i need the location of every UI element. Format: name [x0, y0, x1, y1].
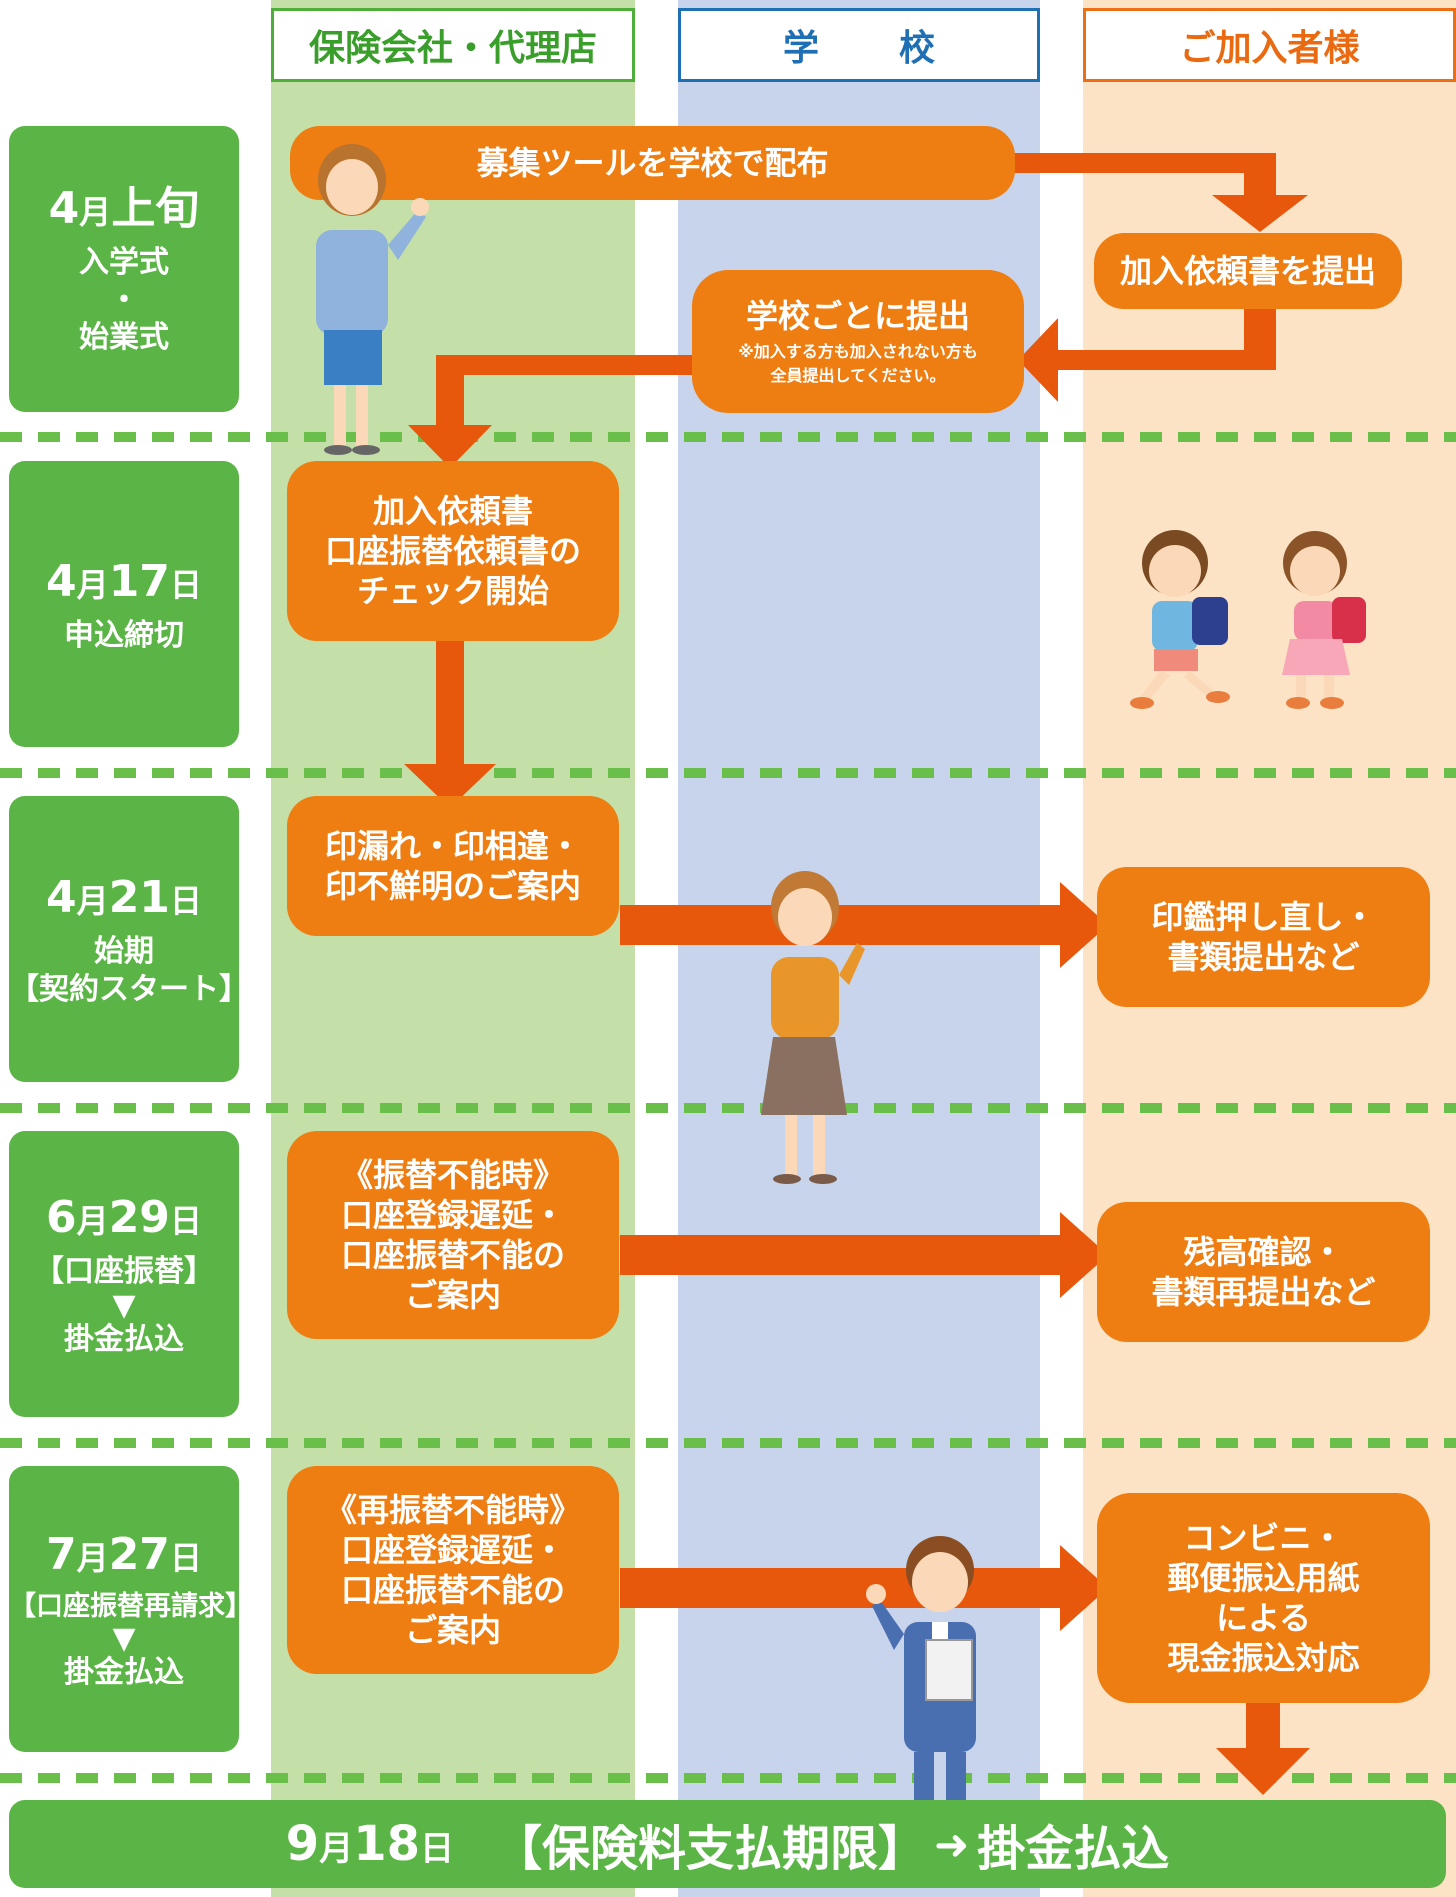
period-line: 【契約スタート】	[9, 971, 249, 1007]
girl-child-illustration	[1282, 531, 1366, 709]
box-line: 残高確認・	[1183, 1233, 1344, 1271]
arrow-to-balance	[620, 1212, 1108, 1298]
arrow-to-check	[408, 345, 696, 468]
payment-deadline-bar: 9月18日 【保険料支払期限】 ➜ 掛金払込	[9, 1800, 1446, 1888]
arrow-to-school	[1018, 298, 1276, 402]
box-distribute-tools: 募集ツールを学校で配布	[290, 126, 1015, 200]
box-school-submit-title: 学校ごとに提出	[745, 297, 970, 336]
period-april-17: 4月17日 申込締切	[9, 461, 239, 747]
arrow-to-reseal	[620, 882, 1108, 968]
box-line: 印鑑押し直し・	[1151, 898, 1376, 936]
period-date: 4月17日	[46, 555, 202, 607]
period-line: 申込締切	[64, 617, 184, 653]
agent-man-illustration	[866, 1536, 976, 1800]
period-line: 入学式	[79, 245, 169, 281]
box-line: 口座登録遅延・	[340, 1531, 565, 1569]
period-early-april: 4月上旬 入学式 ・ 始業式	[9, 126, 239, 412]
period-line: 掛金払込	[64, 1321, 184, 1357]
box-line: 加入依頼書	[372, 492, 533, 530]
agent-woman-illustration	[316, 144, 429, 455]
period-july-27: 7月27日 【口座振替再請求】 ▼ 掛金払込	[9, 1466, 252, 1752]
down-arrow-icon: ▼	[112, 1287, 136, 1323]
period-line: 始期	[94, 934, 154, 969]
box-school-submit: 学校ごとに提出 ※加入する方も加入されない方も 全員提出してください。	[692, 270, 1024, 413]
period-date: 7月27日	[46, 1528, 202, 1580]
deadline-date: 9月18日	[285, 1816, 454, 1872]
deadline-result: 掛金払込	[977, 1821, 1170, 1877]
note-line: ※加入する方も加入されない方も	[738, 342, 978, 362]
period-line: 【口座振替】	[34, 1254, 214, 1289]
box-submit-request: 加入依頼書を提出	[1094, 233, 1402, 309]
period-line: 【口座振替再請求】	[9, 1590, 252, 1622]
box-retransfer-failure: 《再振替不能時》 口座登録遅延・ 口座振替不能の ご案内	[287, 1466, 619, 1674]
period-june-29: 6月29日 【口座振替】 ▼ 掛金払込	[9, 1131, 239, 1417]
box-line: 印不鮮明のご案内	[324, 867, 581, 905]
box-line: 書類再提出など	[1151, 1273, 1376, 1311]
box-check-start: 加入依頼書 口座振替依頼書の チェック開始	[287, 461, 619, 641]
box-line: 口座振替依頼書の	[324, 532, 581, 570]
lane-header-member: ご加入者様	[1083, 8, 1456, 82]
down-arrow-icon: ▼	[112, 1620, 136, 1656]
arrow-to-deadline	[1216, 1700, 1310, 1795]
box-line: ご案内	[404, 1276, 501, 1314]
period-date: 4月21日	[46, 872, 202, 923]
note-line: 全員提出してください。	[770, 365, 946, 385]
box-line: 書類提出など	[1167, 938, 1360, 976]
period-line: ・	[109, 282, 139, 318]
box-line: 口座登録遅延・	[340, 1196, 565, 1234]
right-arrow-icon: ➜	[934, 1819, 970, 1869]
box-line: ご案内	[404, 1611, 501, 1649]
separator-line	[0, 1438, 1456, 1448]
box-balance-check: 残高確認・ 書類再提出など	[1097, 1202, 1430, 1342]
box-convenience-payment: コンビニ・ 郵便振込用紙 による 現金振込対応	[1097, 1493, 1430, 1703]
box-transfer-failure: 《振替不能時》 口座登録遅延・ 口座振替不能の ご案内	[287, 1131, 619, 1339]
box-reseal: 印鑑押し直し・ 書類提出など	[1097, 867, 1430, 1007]
deadline-label: 【保険料支払期限】	[493, 1821, 926, 1877]
box-line: 現金振込対応	[1167, 1639, 1360, 1677]
box-line: チェック開始	[356, 572, 549, 610]
box-line: 口座振替不能の	[340, 1236, 565, 1274]
arrow-to-seal	[404, 640, 496, 808]
separator-line	[0, 1103, 1456, 1113]
box-line: による	[1215, 1599, 1312, 1637]
parent-woman-illustration	[761, 871, 865, 1184]
box-seal-notice: 印漏れ・印相違・ 印不鮮明のご案内	[287, 796, 619, 936]
separator-line	[0, 1773, 1456, 1783]
lane-header-school: 学 校	[678, 8, 1040, 82]
boy-child-illustration	[1130, 530, 1230, 709]
box-line: 《振替不能時》	[340, 1156, 565, 1194]
box-line: 《再振替不能時》	[324, 1491, 581, 1529]
period-line: 始業式	[79, 320, 169, 356]
box-line: 口座振替不能の	[340, 1571, 565, 1609]
arrow-to-request	[1000, 153, 1308, 232]
box-line: 印漏れ・印相違・	[324, 827, 581, 865]
period-april-21: 4月21日 始期 【契約スタート】	[9, 796, 249, 1082]
separator-line	[0, 432, 1456, 442]
period-date: 6月29日	[46, 1192, 202, 1243]
lane-header-insurance: 保険会社・代理店	[271, 8, 635, 82]
box-line: 郵便振込用紙	[1167, 1559, 1360, 1597]
separator-line	[0, 768, 1456, 778]
arrow-to-convenience	[620, 1545, 1108, 1631]
box-school-submit-note: ※加入する方も加入されない方も 全員提出してください。	[738, 340, 978, 386]
period-line: 掛金払込	[64, 1654, 184, 1690]
box-line: コンビニ・	[1183, 1519, 1344, 1557]
period-date: 4月上旬	[48, 183, 200, 235]
